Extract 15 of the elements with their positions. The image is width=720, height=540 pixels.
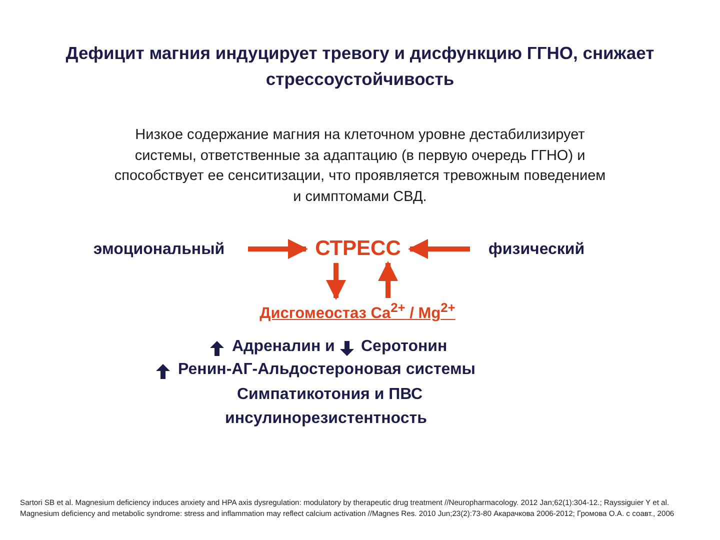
label: Серотонин: [361, 337, 448, 357]
title: Дефицит магния индуцирует тревогу и дисфункцию ГГНО, снижает стрессоустойчивость: [64, 42, 656, 91]
description-text: Низкое содержание магния на клеточном уровне дестабилизирует системы, ответственные за адаптацию (в первую очередь ГГНО) и способствует ее сенситизации, что проявляется тревожным поведением и симптомами СВД.: [113, 126, 607, 206]
dyshomeostasis-label: Дисгомеостаз Ca$^{2+}$ / Mg$^{2+}$: [230, 300, 485, 324]
arrow: [408, 239, 470, 259]
label: Симпатикотония и ПВС: [237, 385, 423, 405]
label: Ренин-АГ-Альдостероновая системы: [178, 360, 476, 380]
arrow: [326, 263, 346, 300]
label: Адреналин и: [232, 337, 335, 357]
stressor-label: эмоциональный: [74, 241, 244, 259]
label: инсулинорезистентность: [225, 409, 427, 429]
stressor-label: физический: [474, 241, 599, 259]
arrow: [378, 261, 398, 298]
arrow: [248, 239, 308, 259]
stress-label: СТРЕСС: [310, 237, 406, 261]
